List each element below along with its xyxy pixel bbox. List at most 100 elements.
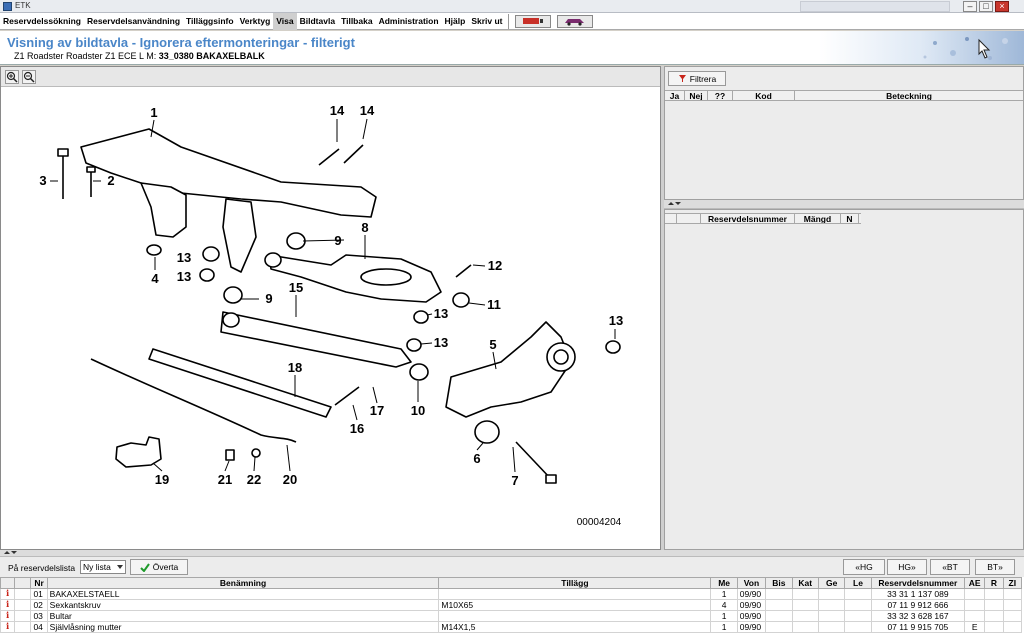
part-wheel-carrier[interactable] bbox=[445, 321, 572, 418]
menu-tillaggsinfo[interactable]: Tilläggsinfo bbox=[186, 15, 234, 26]
col-mangd[interactable]: Mängd bbox=[795, 214, 841, 223]
next-main-group-button[interactable]: HG» bbox=[887, 559, 927, 575]
main-horizontal-splitter[interactable] bbox=[0, 550, 1024, 556]
part-trailing-arm-hole bbox=[360, 268, 412, 286]
vertical-splitter[interactable] bbox=[661, 66, 664, 550]
callout-13b[interactable]: 13 bbox=[177, 269, 191, 284]
menu-verktyg[interactable]: Verktyg bbox=[239, 15, 271, 26]
col-nr[interactable]: Nr bbox=[30, 577, 48, 589]
menu-reservdelssokning[interactable]: Reservdelssökning bbox=[3, 15, 81, 26]
part-bushings[interactable] bbox=[146, 232, 621, 444]
row-bis bbox=[765, 621, 793, 633]
col-ja[interactable]: Ja bbox=[665, 91, 685, 100]
callout-12[interactable]: 12 bbox=[488, 258, 502, 273]
col-ae[interactable]: AE bbox=[964, 577, 986, 589]
callout-15[interactable]: 15 bbox=[289, 280, 303, 295]
col-beteckning[interactable]: Beteckning bbox=[886, 91, 932, 100]
callout-21[interactable]: 21 bbox=[218, 472, 232, 487]
col-bis[interactable]: Bis bbox=[765, 577, 793, 589]
col-reservdelsnummer[interactable]: Reservdelsnummer bbox=[701, 214, 795, 223]
callout-14b[interactable]: 14 bbox=[360, 103, 375, 118]
part-carrier-bracket-right[interactable] bbox=[222, 198, 257, 273]
callout-17[interactable]: 17 bbox=[370, 403, 384, 418]
next-picture-button[interactable]: BT» bbox=[975, 559, 1015, 575]
part-lower-control-arm[interactable] bbox=[220, 311, 412, 368]
col-zi[interactable]: ZI bbox=[1002, 577, 1023, 589]
callout-7[interactable]: 7 bbox=[511, 473, 518, 488]
info-icon[interactable]: i bbox=[0, 610, 16, 622]
callout-18[interactable]: 18 bbox=[288, 360, 302, 375]
callout-20[interactable]: 20 bbox=[283, 472, 297, 487]
col-kat[interactable]: Kat bbox=[791, 577, 819, 589]
part-bolts[interactable] bbox=[57, 144, 557, 484]
callout-13a[interactable]: 13 bbox=[177, 250, 191, 265]
callout-16[interactable]: 16 bbox=[350, 421, 364, 436]
callout-14a[interactable]: 14 bbox=[330, 103, 345, 118]
col-r[interactable]: R bbox=[984, 577, 1004, 589]
vehicle-model: Z1 Roadster Roadster Z1 ECE L M: bbox=[14, 51, 157, 61]
col-tillagg[interactable]: Tillägg bbox=[438, 577, 712, 589]
prev-main-group-button[interactable]: «HG bbox=[843, 559, 885, 575]
table-row[interactable]: i 03 Bultar 1 09/90 33 32 3 628 167 bbox=[0, 610, 1023, 622]
info-icon[interactable]: i bbox=[0, 621, 16, 633]
menu-skriv-ut[interactable]: Skriv ut bbox=[471, 15, 503, 26]
callout-2[interactable]: 2 bbox=[107, 173, 114, 188]
table-row[interactable]: i 04 Självlåsning mutter M14X1,5 1 09/90… bbox=[0, 621, 1023, 633]
col-benamning[interactable]: Benämning bbox=[46, 577, 440, 589]
info-icon[interactable]: i bbox=[0, 599, 16, 611]
menu-visa[interactable]: Visa bbox=[273, 12, 297, 30]
maximize-button[interactable]: □ bbox=[979, 1, 993, 12]
callout-4[interactable]: 4 bbox=[151, 271, 159, 286]
zoom-out-button[interactable] bbox=[22, 70, 36, 84]
callout-9b[interactable]: 9 bbox=[265, 291, 272, 306]
col-me[interactable]: Me bbox=[710, 577, 738, 589]
zoom-in-button[interactable] bbox=[5, 70, 19, 84]
part-trailing-arm[interactable] bbox=[268, 254, 442, 303]
callout-1[interactable]: 1 bbox=[150, 105, 157, 120]
table-row[interactable]: i 02 Sexkantskruv M10X65 4 09/90 07 11 9… bbox=[0, 599, 1023, 611]
menu-reservdelsanvandning[interactable]: Reservdelsanvändning bbox=[86, 15, 181, 26]
row-name: BAKAXELSTAELL bbox=[46, 588, 440, 600]
col-ge[interactable]: Ge bbox=[817, 577, 846, 589]
engine-icon-button[interactable] bbox=[514, 14, 551, 28]
callout-13e[interactable]: 13 bbox=[609, 313, 623, 328]
table-row[interactable]: i 01 BAKAXELSTAELL 1 09/90 33 31 1 137 0… bbox=[0, 588, 1023, 600]
part-brake-cable[interactable] bbox=[90, 358, 297, 443]
callout-11[interactable]: 11 bbox=[487, 297, 501, 312]
callout-8[interactable]: 8 bbox=[361, 220, 368, 235]
col-n[interactable]: N bbox=[841, 214, 859, 223]
info-icon[interactable]: i bbox=[0, 588, 16, 600]
close-button[interactable]: × bbox=[995, 1, 1009, 12]
callout-13d[interactable]: 13 bbox=[434, 335, 448, 350]
part-cable-bracket[interactable] bbox=[115, 436, 162, 468]
menu-administration[interactable]: Administration bbox=[378, 15, 439, 26]
col-nej[interactable]: Nej bbox=[685, 91, 708, 100]
col-unknown[interactable]: ?? bbox=[708, 91, 733, 100]
col-le[interactable]: Le bbox=[844, 577, 872, 589]
car-icon-button[interactable] bbox=[556, 14, 593, 28]
part-rear-axle-carrier[interactable] bbox=[80, 128, 377, 218]
menu-hjalp[interactable]: Hjälp bbox=[444, 15, 466, 26]
menu-bildtavla[interactable]: Bildtavla bbox=[299, 15, 336, 26]
callout-19[interactable]: 19 bbox=[155, 472, 169, 487]
part-stabilizer-bar[interactable] bbox=[148, 348, 332, 418]
callout-13c[interactable]: 13 bbox=[434, 306, 448, 321]
filter-button[interactable]: Filtrera bbox=[668, 71, 726, 86]
overta-button[interactable]: Överta bbox=[130, 559, 188, 575]
exploded-parts-diagram[interactable]: 1 2 3 4 5 6 7 8 9 9 10 11 12 13 13 13 13… bbox=[1, 87, 660, 549]
prev-picture-button[interactable]: «BT bbox=[930, 559, 970, 575]
right-horizontal-splitter[interactable] bbox=[664, 200, 1024, 209]
col-reservdelsnummer[interactable]: Reservdelsnummer bbox=[870, 577, 966, 589]
zoom-in-icon bbox=[6, 71, 18, 83]
col-von[interactable]: Von bbox=[736, 577, 767, 589]
list-select[interactable]: Ny lista bbox=[80, 560, 126, 574]
callout-3[interactable]: 3 bbox=[39, 173, 46, 188]
callout-6[interactable]: 6 bbox=[473, 451, 480, 466]
callout-10[interactable]: 10 bbox=[411, 403, 425, 418]
menu-tillbaka[interactable]: Tillbaka bbox=[341, 15, 373, 26]
callout-22[interactable]: 22 bbox=[247, 472, 261, 487]
minimize-button[interactable]: – bbox=[963, 1, 977, 12]
col-kod[interactable]: Kod bbox=[733, 91, 795, 100]
callout-5[interactable]: 5 bbox=[489, 337, 496, 352]
part-carrier-bracket-left[interactable] bbox=[140, 182, 187, 238]
